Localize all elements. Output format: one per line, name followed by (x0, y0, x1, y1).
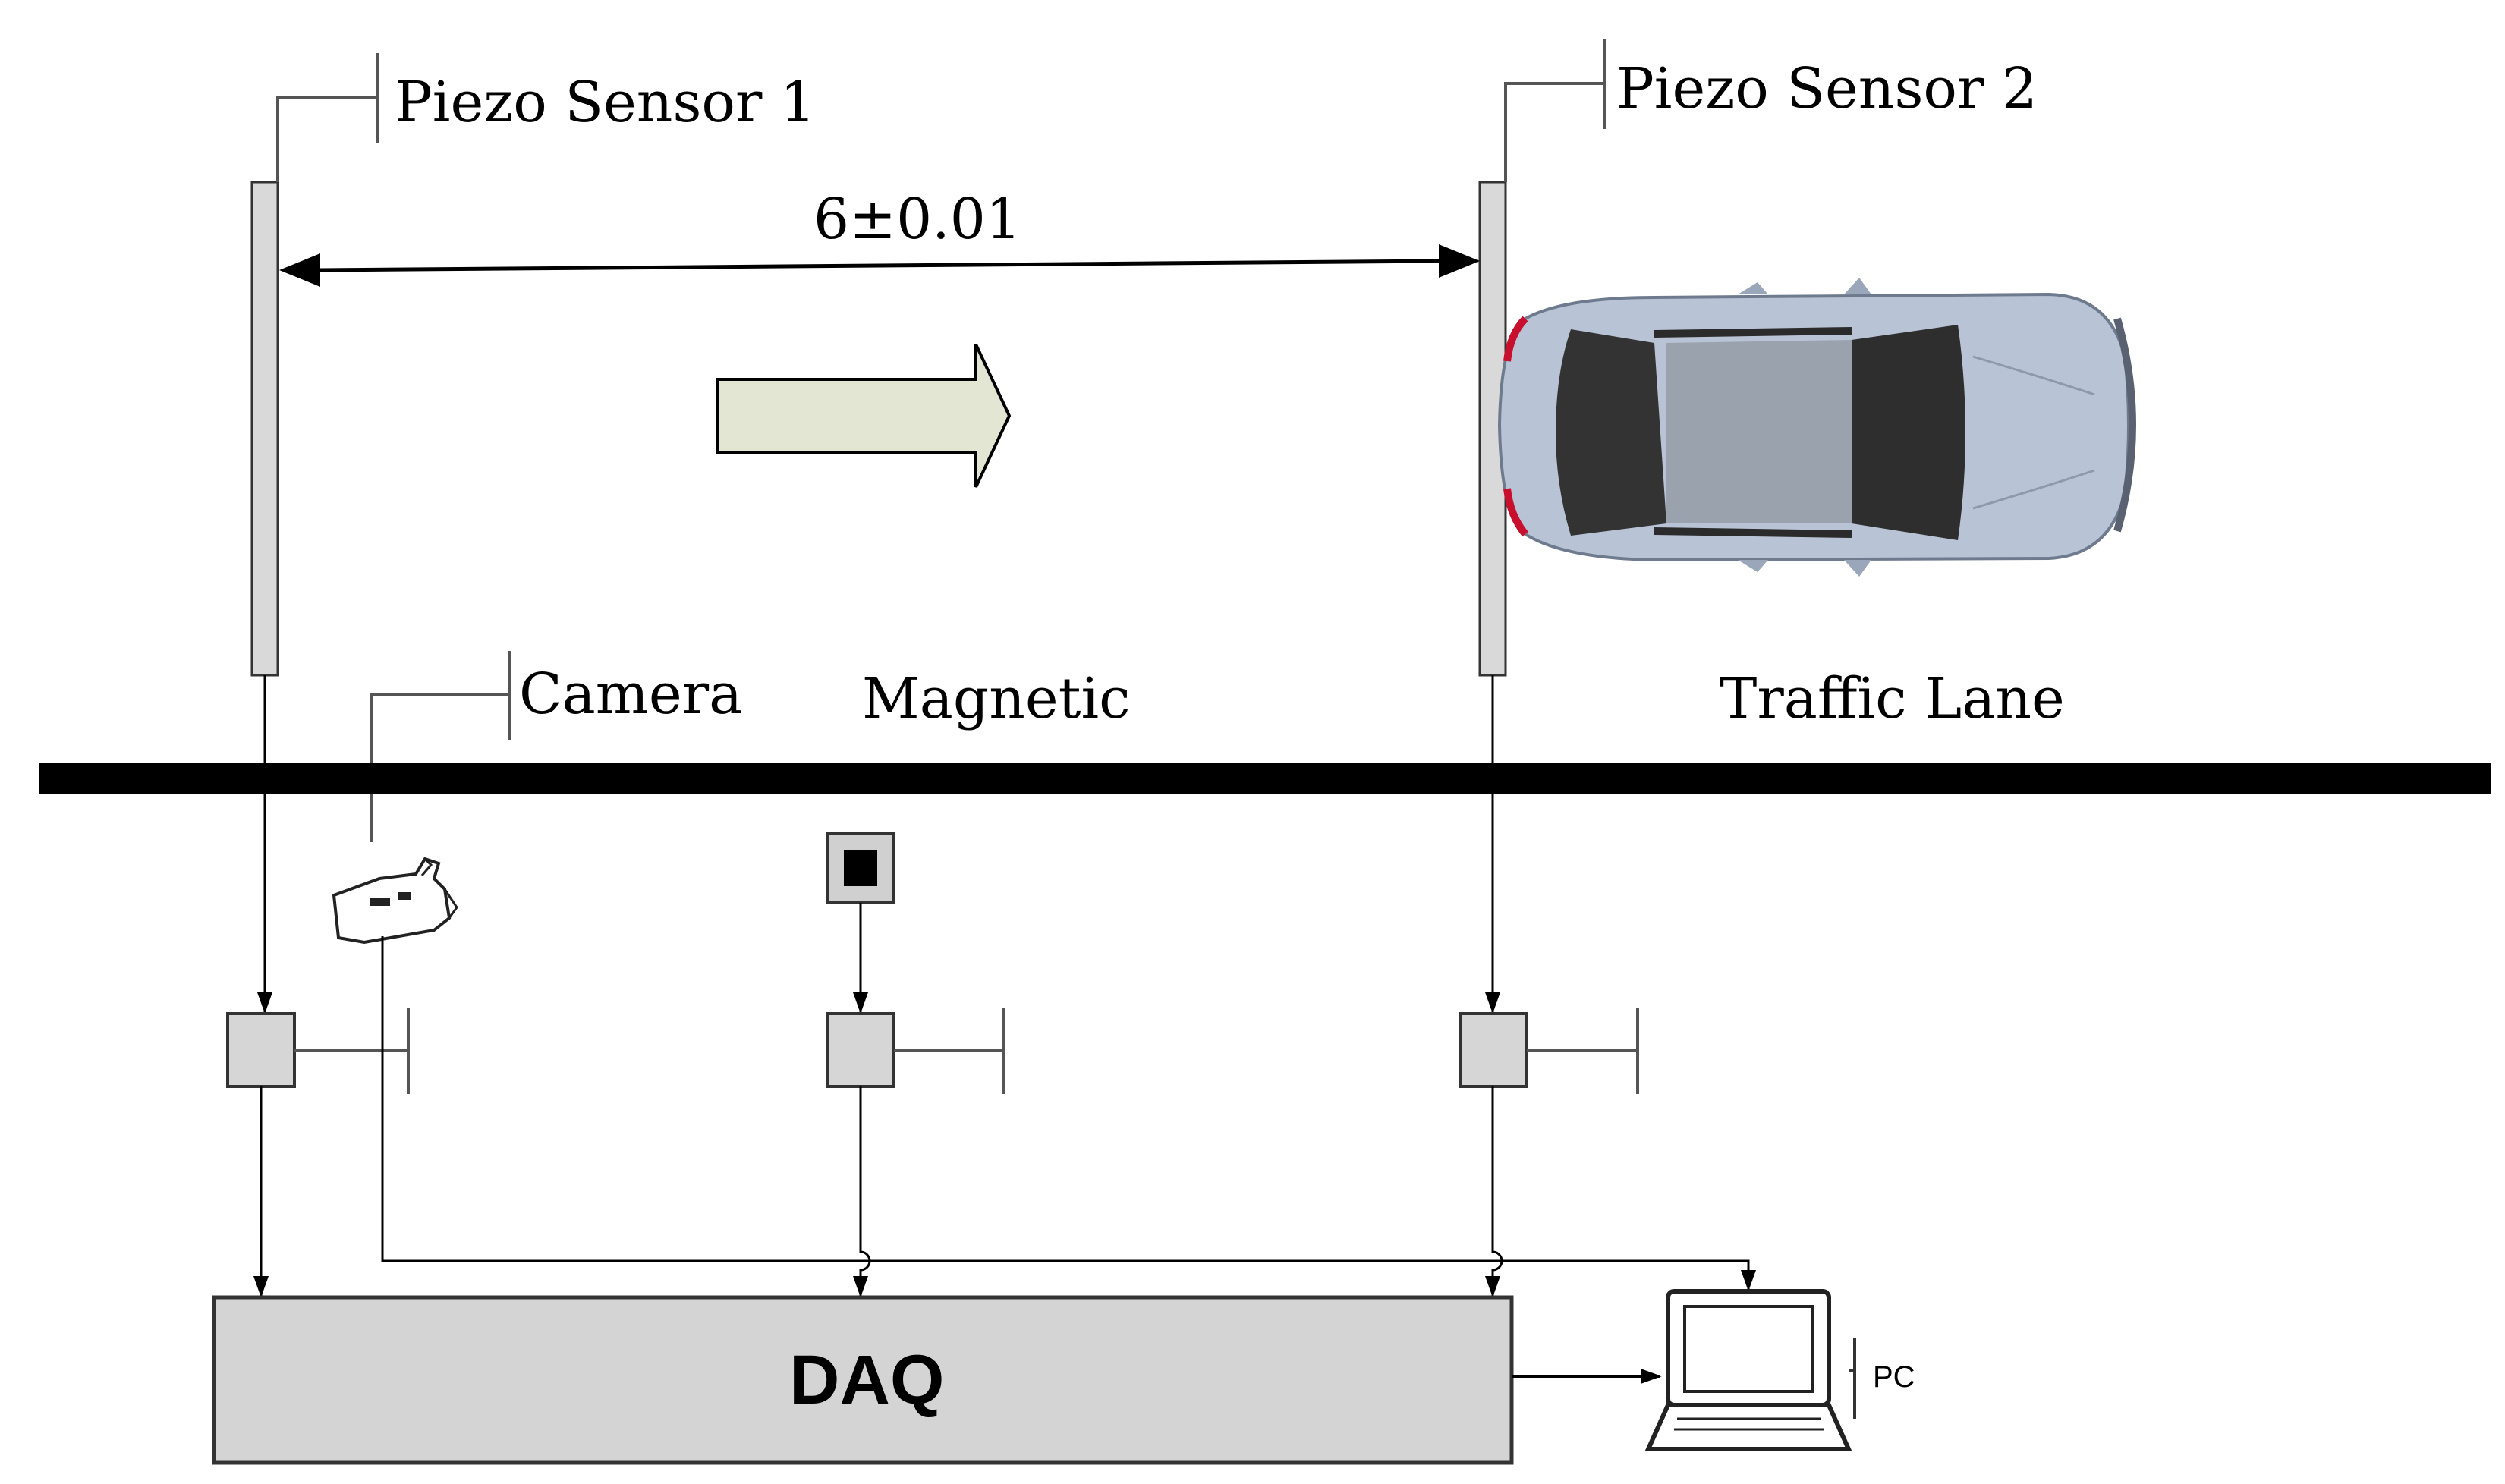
conditioner-2 (1459, 1008, 1639, 1094)
camera-icon (332, 857, 458, 945)
conditioner-magnetic (826, 1008, 1005, 1094)
conditioner-magnetic-to-daq (853, 1086, 871, 1297)
direction-arrow-icon (716, 344, 1012, 488)
distance-label: 6±0.01 (813, 187, 1021, 252)
pc-label: PC (1873, 1360, 1915, 1394)
piezo-sensor-1: Piezo Sensor 1 (250, 53, 816, 677)
daq-unit: DAQ (212, 1295, 1514, 1465)
piezo-sensor-1-leader (276, 96, 378, 182)
daq-box (212, 1295, 1514, 1465)
camera-label: Camera (519, 662, 742, 727)
magnetic-label: Magnetic (862, 666, 1131, 731)
traffic-lane-label: Traffic Lane (1720, 666, 2065, 731)
piezo-sensor-1-label: Piezo Sensor 1 (395, 70, 816, 135)
distance-dimension: 6±0.01 (279, 187, 1480, 287)
laptop-icon (1644, 1289, 1852, 1451)
magnetic-sensor-icon (826, 832, 895, 904)
distance-arrow-line (318, 259, 1443, 272)
distance-arrowhead-right (1439, 244, 1480, 278)
piezo-sensor-2-label: Piezo Sensor 2 (1616, 56, 2038, 121)
camera-callout: Camera (370, 651, 742, 842)
piezo-sensor-2-leader (1504, 82, 1604, 182)
conditioner-1 (226, 1008, 410, 1094)
daq-label: DAQ (789, 1341, 944, 1419)
car-icon (1497, 278, 2136, 577)
camera-to-pc-line (381, 936, 1756, 1291)
road-boundary-line (39, 763, 2491, 794)
conditioner-2-to-daq (1485, 1086, 1503, 1297)
distance-arrowhead-left (279, 253, 320, 287)
piezo-sensor-1-strip (250, 181, 279, 677)
